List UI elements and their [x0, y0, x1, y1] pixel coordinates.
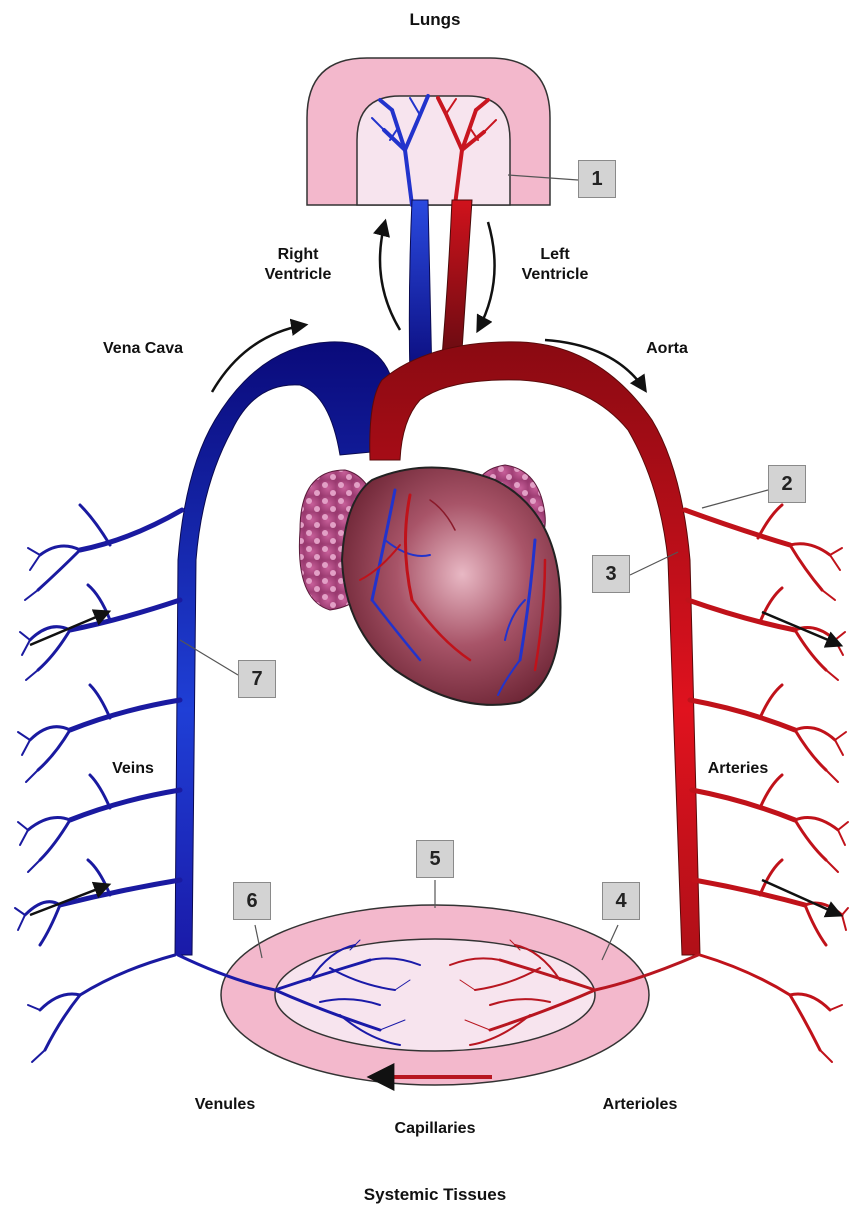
arrow-veins-1 [30, 612, 108, 645]
vena-cava-label: Vena Cava [103, 340, 213, 358]
callout-6: 6 [233, 882, 271, 920]
arrow-from-lungs [478, 222, 495, 330]
heart [299, 465, 560, 705]
veins-label: Veins [98, 760, 168, 778]
artery-branches [685, 505, 848, 1062]
right-ventricle-label: Right Ventricle [248, 245, 348, 285]
arteries-label: Arteries [688, 760, 788, 778]
callout-1: 1 [578, 160, 616, 198]
lungs-box [307, 58, 550, 205]
arrow-to-lungs [380, 222, 400, 330]
callout-5: 5 [416, 840, 454, 878]
venules-label: Venules [175, 1096, 275, 1114]
capillaries-label: Capillaries [370, 1120, 500, 1138]
systemic-tissues-label: Systemic Tissues [315, 1185, 555, 1205]
vein-branches [15, 505, 182, 1062]
callout-4: 4 [602, 882, 640, 920]
lungs-label: Lungs [400, 10, 470, 30]
left-ventricle-label: Left Ventricle [505, 245, 605, 285]
arrow-veins-2 [30, 885, 108, 915]
aorta-label: Aorta [632, 340, 702, 358]
vena-cava [175, 342, 392, 955]
callout-2: 2 [768, 465, 806, 503]
arterioles-label: Arterioles [580, 1096, 700, 1114]
pulmonary-artery [409, 200, 432, 380]
callout-3: 3 [592, 555, 630, 593]
callout-7: 7 [238, 660, 276, 698]
